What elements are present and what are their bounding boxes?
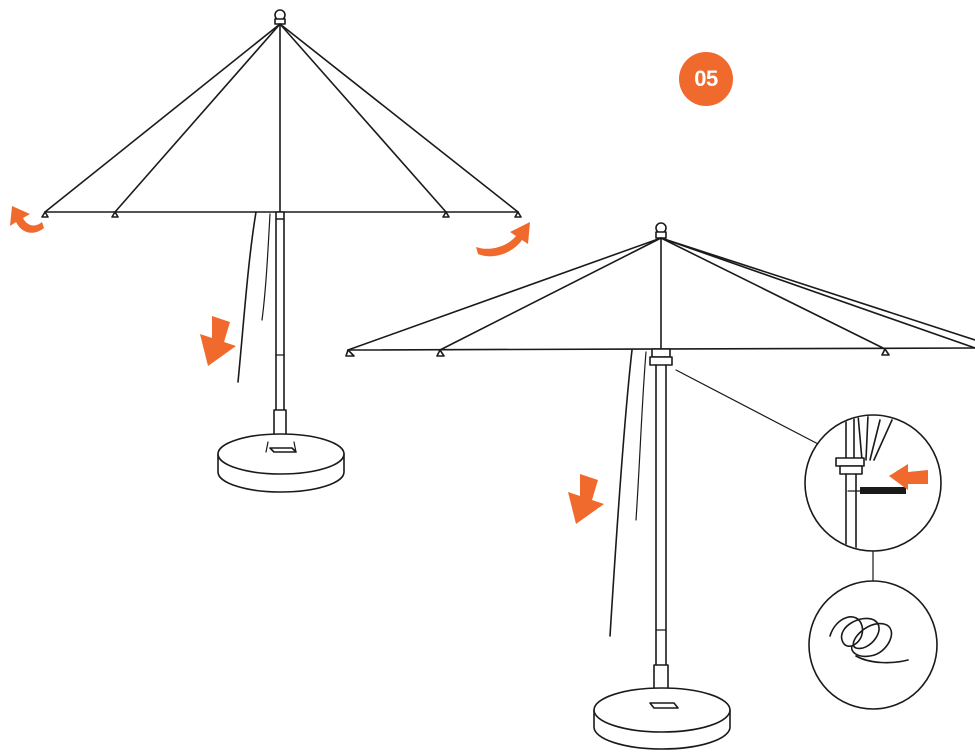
right-rib (660, 237, 886, 350)
curved-arrow-left-icon (10, 206, 44, 233)
down-arrow-icon (568, 474, 604, 524)
left-umbrella (41, 9, 522, 493)
step-number-badge: 05 (679, 52, 733, 106)
right-hub (649, 348, 673, 366)
detail-leader-line (675, 369, 823, 447)
coiled-cord (829, 616, 909, 664)
right-rib (660, 237, 975, 341)
right-finial (655, 222, 667, 239)
left-finial (274, 9, 286, 25)
right-pole (653, 364, 669, 704)
right-rib (439, 237, 662, 351)
left-rib (279, 23, 447, 213)
right-rib-tips (345, 348, 890, 357)
left-hub (275, 211, 285, 220)
left-rib (114, 23, 281, 213)
right-base (593, 687, 731, 750)
right-umbrella (345, 222, 975, 750)
left-arrow-icon (889, 464, 928, 490)
locking-pin (860, 487, 906, 494)
left-canopy-outline (44, 23, 519, 213)
curved-arrow-right-icon (476, 222, 530, 257)
left-rib-tips (41, 211, 522, 218)
left-base (217, 433, 345, 493)
left-pole (273, 218, 287, 447)
right-hanging-fabric (609, 349, 633, 637)
hub-detail-callout (804, 414, 942, 552)
left-hanging-fabric (237, 211, 257, 383)
down-arrow-icon (200, 316, 236, 366)
coiled-cord-detail (808, 580, 938, 710)
